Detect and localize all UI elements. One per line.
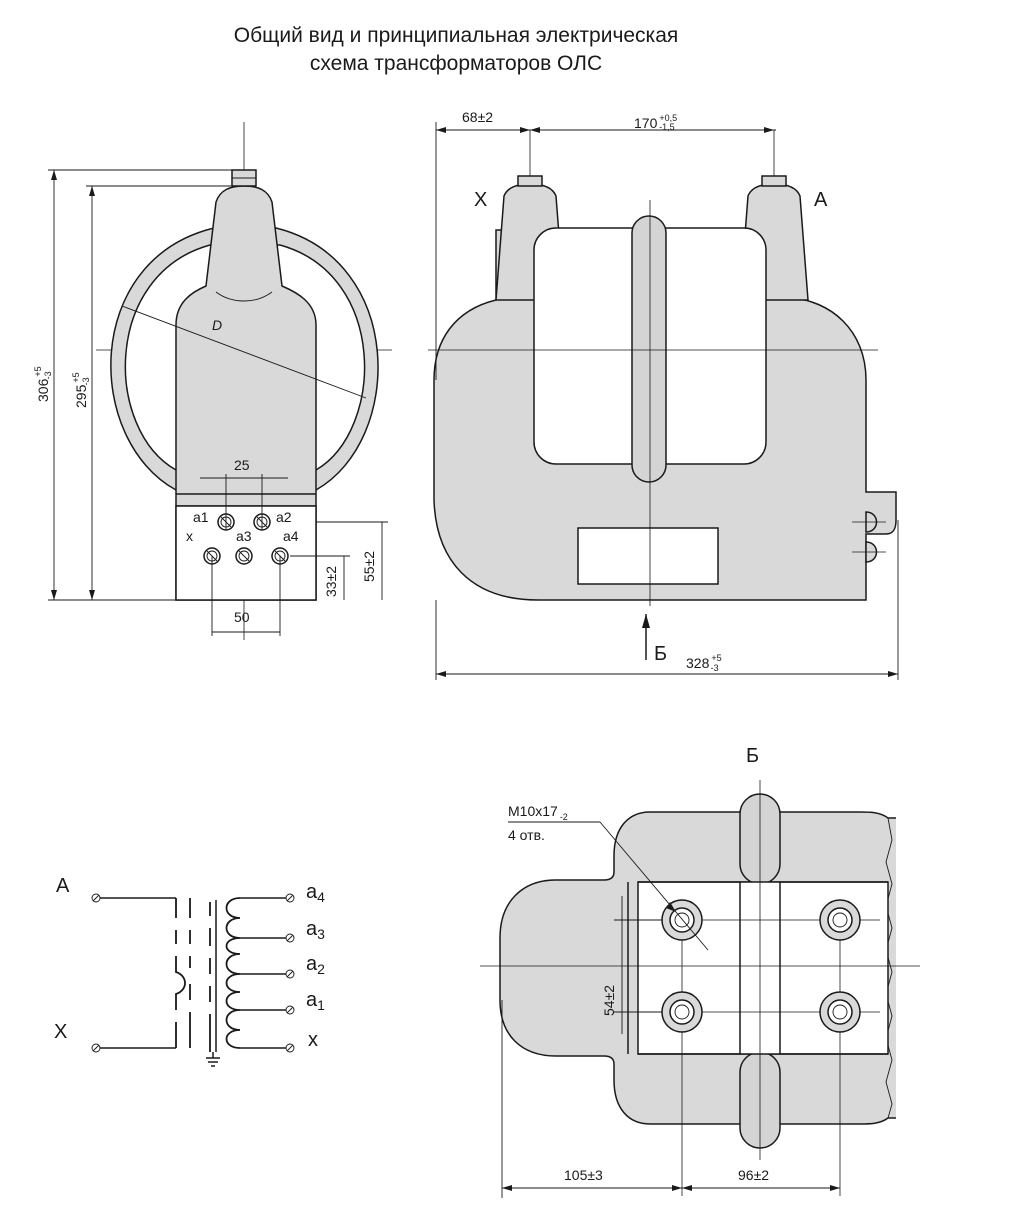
label-a2: a2 [276, 509, 292, 525]
dim-96: 96±2 [738, 1167, 769, 1183]
out-label-a3: a3 [306, 918, 325, 942]
output-terminal-x [285, 1043, 295, 1053]
front-view: 68±2 170+0,5-1,5 X A Б 328+5-3 [428, 109, 899, 680]
out-label-a4: a4 [306, 881, 325, 905]
front-label-a: A [814, 189, 828, 211]
output-terminal-a2 [285, 969, 295, 979]
dim-68: 68±2 [462, 109, 493, 125]
mounting-hole-3 [661, 991, 703, 1033]
dim-55: 55±2 [361, 551, 377, 582]
base-view: Б [480, 745, 920, 1198]
base-view-title: Б [746, 745, 759, 767]
dim-33: 33±2 [323, 566, 339, 597]
wiring-schematic: A X [54, 875, 325, 1067]
output-terminal-a1 [285, 1005, 295, 1015]
out-label-a2: a2 [306, 953, 325, 977]
out-label-a1: a1 [306, 989, 325, 1013]
label-x: x [186, 528, 193, 544]
side-view: D [33, 122, 392, 640]
front-view-nut-a [761, 175, 787, 187]
view-marker-b: Б [654, 643, 667, 665]
dim-diameter: D [212, 317, 222, 333]
hole-leader [599, 821, 709, 951]
front-label-x: X [474, 189, 487, 211]
terminal-a3 [235, 547, 253, 565]
side-view-neck-arc [215, 291, 273, 302]
break-line [885, 817, 893, 1119]
hole-spec: M10x17-2 [508, 803, 568, 822]
label-a1: a1 [193, 509, 209, 525]
drawing-title-line-2: схема трансформаторов ОЛС [309, 52, 603, 75]
secondary-coil [225, 897, 241, 1049]
dim-328: 328+5-3 [686, 653, 722, 673]
hole-count: 4 отв. [508, 827, 545, 843]
output-terminal-a3 [285, 933, 295, 943]
dim-25: 25 [234, 457, 250, 473]
output-terminal-a4 [285, 893, 295, 903]
dim-54: 54±2 [601, 985, 617, 1016]
front-view-nameplate [577, 527, 719, 585]
dim-306: 306+5-3 [33, 366, 53, 402]
diameter-line [121, 305, 367, 399]
primary-coil [175, 898, 186, 1048]
dim-295: 295+5-3 [71, 372, 91, 408]
label-a4: a4 [283, 528, 299, 544]
schematic-label-x: X [54, 1021, 67, 1043]
dim-105: 105±3 [564, 1167, 603, 1183]
mounting-hole-4 [819, 991, 861, 1033]
label-a3: a3 [236, 528, 252, 544]
dim-50: 50 [234, 609, 250, 625]
front-view-clamp [631, 215, 667, 483]
dim-170: 170+0,5-1,5 [634, 113, 677, 132]
mounting-hole-2 [819, 899, 861, 941]
front-view-nut-x [517, 175, 543, 187]
out-label-x: x [308, 1029, 318, 1051]
drawing-title-line-1: Общий вид и принципиальная электрическая [233, 24, 679, 47]
schematic-label-a: A [56, 875, 70, 897]
